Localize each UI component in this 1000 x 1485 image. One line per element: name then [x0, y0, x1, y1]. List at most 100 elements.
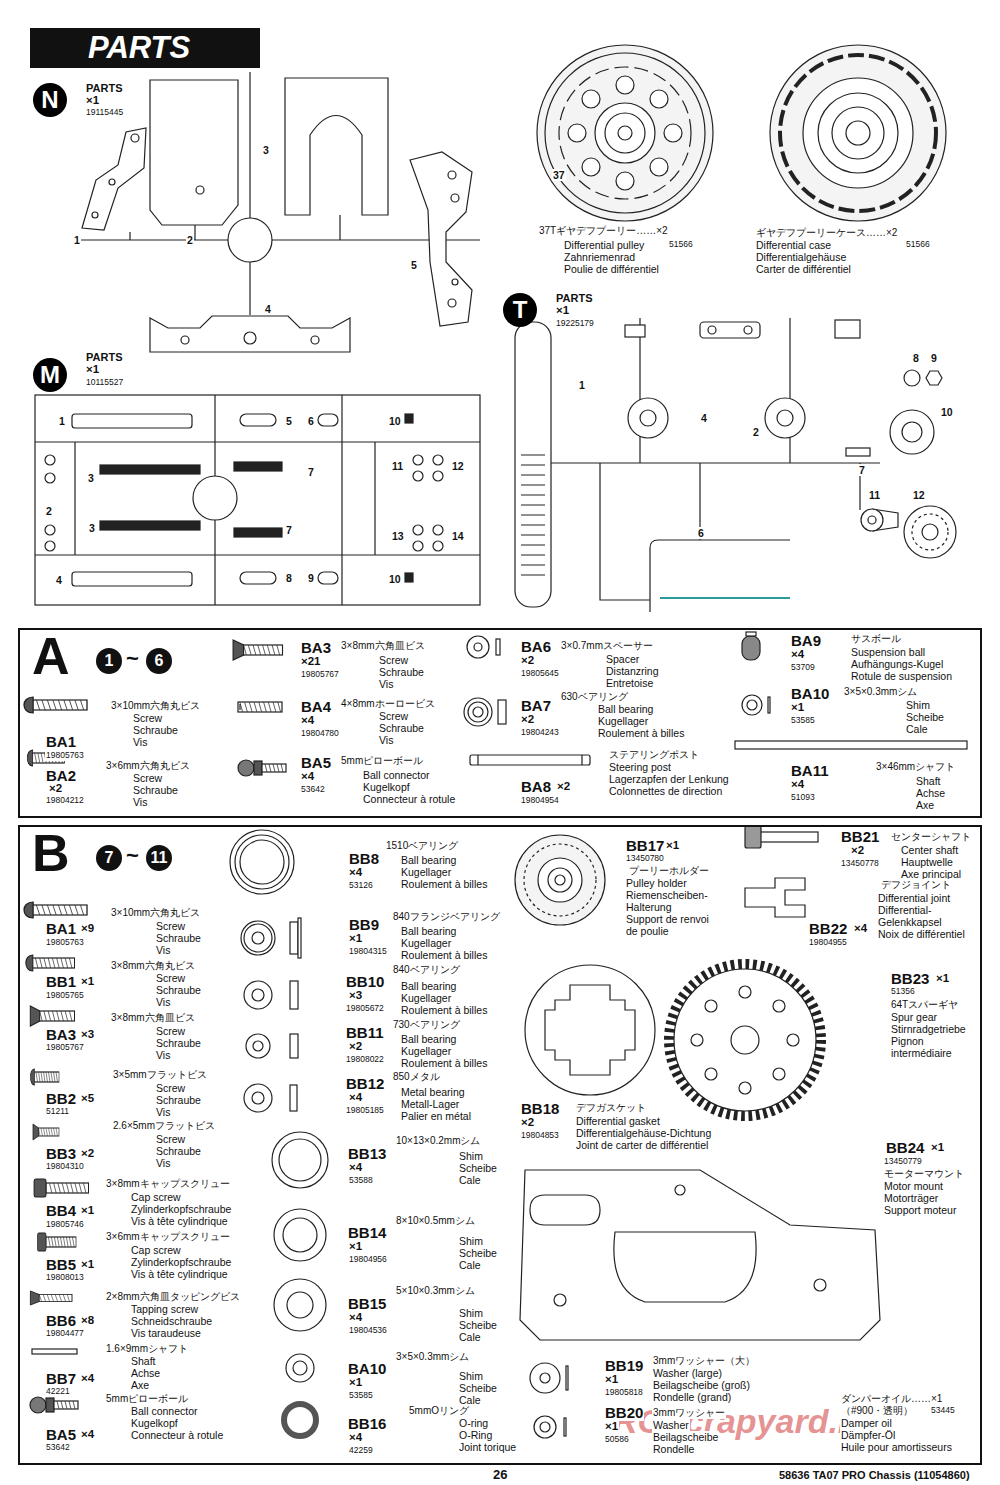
- part-outline: [582, 90, 600, 108]
- part-name: Ball bearing: [400, 1033, 457, 1045]
- quantity: ×4: [853, 922, 868, 935]
- callout-number: 1: [58, 415, 66, 427]
- part-outline: [193, 476, 237, 520]
- part-outline: [272, 1132, 328, 1188]
- part-code: BB15: [347, 1295, 387, 1312]
- callout-number: 1: [578, 379, 586, 391]
- callout-number: 11: [868, 489, 881, 501]
- part-outline: [26, 955, 75, 971]
- sprue-letter: M: [33, 358, 67, 392]
- part-outline: [283, 1218, 317, 1252]
- part-name: Support de renvoi: [625, 913, 710, 925]
- part-name-jp: 3×6mmキャップスクリュー: [105, 1231, 231, 1243]
- part-code: BA7: [520, 697, 552, 714]
- part-outline: [38, 1233, 76, 1251]
- part-name: Screw: [378, 654, 409, 666]
- quantity: ×4: [300, 714, 315, 727]
- part-code: BA8: [520, 778, 552, 795]
- quantity: ×4: [348, 1091, 363, 1104]
- part-number: 19808013: [45, 1273, 85, 1283]
- part-outline: [521, 455, 545, 575]
- part-code: BB18: [520, 1100, 560, 1117]
- part-outline: [618, 126, 632, 140]
- part-name: Support moteur: [883, 1204, 957, 1216]
- part-code: BB8: [348, 850, 380, 867]
- part-name-jp: 4×8mmホーロービス: [340, 698, 436, 710]
- part-number: 19805763: [45, 938, 85, 948]
- part-number: 53445: [930, 1406, 956, 1416]
- part-outline: [82, 128, 146, 230]
- part-outline: [413, 525, 423, 535]
- part-name: Poulie de différentiel: [563, 263, 660, 275]
- part-outline: [468, 702, 488, 722]
- part-name: Ball connector: [362, 769, 431, 781]
- part-outline: [45, 473, 55, 483]
- part-outline: [244, 981, 272, 1009]
- part-name: Vis: [378, 734, 394, 746]
- part-name-jp: 1510ベアリング: [385, 840, 459, 852]
- part-outline: [922, 524, 938, 540]
- part-name: Dämpfer-Öl: [840, 1429, 896, 1441]
- part-name: Kugellager: [400, 992, 452, 1004]
- callout-number: 4: [700, 412, 708, 424]
- part-name: Shim: [458, 1370, 484, 1382]
- part-outline: [244, 332, 256, 344]
- part-outline: [747, 700, 757, 710]
- part-outline: [835, 320, 860, 338]
- part-number: 50586: [604, 1435, 630, 1445]
- part-name: Kugellager: [400, 1045, 452, 1057]
- quantity: ×2: [850, 844, 865, 857]
- part-number: 19804954: [520, 796, 560, 806]
- part-outline: [92, 212, 98, 218]
- part-code: BB11: [345, 1024, 385, 1041]
- part-outline: [846, 121, 870, 145]
- part-number: 42221: [45, 1387, 71, 1397]
- part-name-jp: 3mmワッシャー: [652, 1407, 726, 1419]
- part-name: Scheibe: [905, 711, 945, 723]
- part-outline: [515, 322, 551, 607]
- part-number: 51211: [45, 1107, 70, 1117]
- part-name: Screw: [155, 920, 186, 932]
- part-number: 19804780: [300, 729, 340, 739]
- part-name-jp: （#900・透明）: [840, 1405, 914, 1417]
- part-name-jp: 2×8mm六角皿タッピングビス: [105, 1291, 241, 1303]
- part-code: BB9: [348, 916, 380, 933]
- part-outline: [566, 1366, 568, 1390]
- part-outline: [279, 1139, 321, 1181]
- part-outline: [814, 1279, 826, 1291]
- part-name: Shim: [905, 699, 931, 711]
- part-number: 19804956: [348, 1255, 388, 1265]
- part-code: BA3: [45, 1026, 77, 1043]
- part-name: Schraube: [155, 1094, 202, 1106]
- part-outline: [868, 516, 876, 524]
- part-name: Roulement à billes: [400, 1004, 488, 1016]
- part-outline: [568, 124, 586, 142]
- part-name-jp: 3×5×0.3mmシム: [843, 686, 918, 698]
- part-outline: [760, 832, 818, 842]
- callout-number: 5: [410, 259, 418, 271]
- part-name: Vis: [132, 796, 148, 808]
- part-outline: [904, 370, 920, 386]
- part-name-jp: 3×5mmフラットビス: [112, 1069, 208, 1081]
- part-outline: [24, 697, 87, 713]
- part-outline: [32, 1349, 77, 1354]
- part-name: Stirnradgetriebe: [890, 1023, 967, 1035]
- part-outline: [861, 509, 883, 531]
- part-name: Vis: [155, 1157, 171, 1169]
- part-name: Vis: [155, 996, 171, 1008]
- part-name-jp: 3×8mm六角皿ビス: [110, 1012, 196, 1024]
- callout-number: 7: [858, 464, 866, 476]
- part-outline: [735, 741, 967, 749]
- part-outline: [24, 902, 87, 918]
- part-code: BB2: [45, 1090, 77, 1107]
- part-name: intermédiaire: [890, 1047, 953, 1059]
- part-number: 51566: [905, 240, 931, 250]
- part-name: Connecteur à rotule: [362, 793, 456, 805]
- part-outline: [33, 1124, 59, 1140]
- part-number: 19805767: [45, 1043, 85, 1053]
- part-name-jp: 3×8mmキャップスクリュー: [105, 1178, 231, 1190]
- part-outline: [534, 1416, 556, 1438]
- callout-number: 12: [451, 460, 465, 472]
- quantity: ×1: [604, 1373, 619, 1386]
- footer-text: 58636 TA07 PRO Chassis (11054860): [778, 1469, 971, 1482]
